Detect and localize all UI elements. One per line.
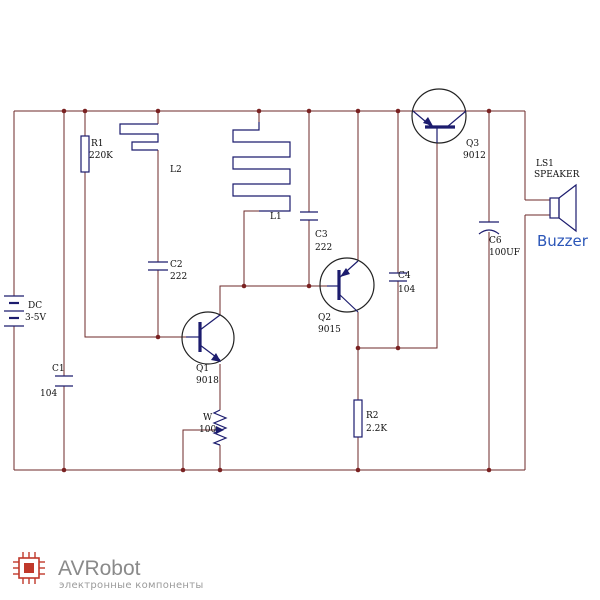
avrobot-chip-logo	[13, 552, 45, 584]
c6-value: 100UF	[489, 248, 520, 258]
q1-value: 9018	[196, 376, 219, 386]
q1-label: Q1	[196, 364, 209, 374]
w-value: 100	[199, 425, 216, 435]
r1-label: R1	[91, 139, 104, 149]
ls1-value: SPEAKER	[534, 170, 580, 180]
inductor-l1-symbol	[232, 122, 291, 212]
ls1-label: LS1	[536, 159, 554, 169]
c6-label: C6	[489, 236, 502, 246]
capacitor-c2-symbol	[148, 261, 168, 271]
transistor-q3-symbol	[411, 88, 467, 144]
r1-value: 220K	[89, 151, 113, 161]
c2-label: C2	[170, 260, 183, 270]
buzzer-label: Buzzer	[537, 232, 589, 250]
resistor-r1-symbol	[80, 135, 90, 173]
potentiometer-w-symbol	[212, 409, 228, 446]
c2-value: 222	[170, 272, 187, 282]
capacitor-c4-symbol	[389, 272, 407, 282]
r2-value: 2.2K	[366, 424, 387, 434]
wires	[13, 110, 550, 471]
brand-tagline: электронные компоненты	[59, 580, 204, 591]
c1-value: 104	[40, 389, 57, 399]
q3-label: Q3	[466, 139, 479, 149]
transistor-q1-symbol	[181, 311, 235, 365]
q3-value: 9012	[463, 151, 486, 161]
resistor-r2-symbol	[353, 399, 363, 438]
inductor-l2-symbol	[119, 123, 159, 151]
l1-label: L1	[270, 212, 282, 222]
c1-label: C1	[52, 364, 65, 374]
battery-symbol	[4, 295, 24, 327]
c3-value: 222	[315, 243, 332, 253]
r2-label: R2	[366, 411, 379, 421]
c3-label: C3	[315, 230, 328, 240]
capacitor-c3-symbol	[300, 211, 318, 221]
transistor-q2-symbol	[319, 257, 375, 313]
q2-value: 9015	[318, 325, 341, 335]
junction-dots	[61, 108, 492, 473]
battery-label: DC	[28, 301, 42, 311]
c4-label: C4	[398, 271, 411, 281]
brand-name: AVRobot	[58, 557, 141, 580]
l2-label: L2	[170, 165, 182, 175]
w-label: W	[203, 413, 213, 423]
c4-value: 104	[398, 285, 415, 295]
capacitor-c1-symbol	[55, 375, 73, 387]
capacitor-c6-symbol	[478, 221, 500, 235]
speaker-icon	[549, 183, 577, 233]
battery-value: 3-5V	[25, 313, 46, 323]
q2-label: Q2	[318, 313, 331, 323]
